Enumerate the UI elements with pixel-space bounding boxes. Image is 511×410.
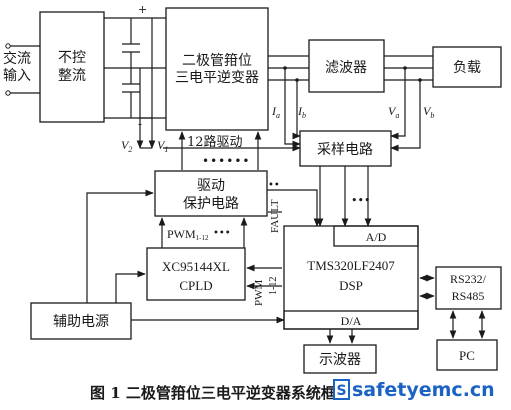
ac-input-wires xyxy=(10,45,40,94)
aux-power-distribution xyxy=(86,189,285,324)
rs-interface-block: RS232/ RS485 xyxy=(435,266,502,310)
da-to-scope-arrows xyxy=(326,329,356,344)
inverter-label-2: 三电平逆变器 xyxy=(175,70,259,86)
pwm-label: PWM xyxy=(167,227,196,241)
svg-text:Va: Va xyxy=(388,104,399,120)
dsp-block: A/D D/A TMS320LF2407 DSP xyxy=(283,225,419,330)
va-label: V xyxy=(388,104,397,118)
svg-text:Vb: Vb xyxy=(423,104,434,120)
driver-label-2: 保护电路 xyxy=(183,196,239,212)
pwm-to-driver-arrows: PWM1-12 ••• xyxy=(158,217,248,248)
ac-input-label-1: 交流 xyxy=(3,50,31,67)
signal-labels: V2 V1 Ia Ib Va Vb xyxy=(121,104,434,154)
rectifier-block: 不控 整流 xyxy=(39,11,105,123)
filter-output-wires xyxy=(384,55,433,152)
svg-text:•••: ••• xyxy=(213,228,231,239)
svg-text:••: •• xyxy=(268,180,280,191)
rs-label-2: RS485 xyxy=(452,289,485,303)
aux-power-block: 辅助电源 xyxy=(30,302,132,340)
cpld-label-1: XC95144XL xyxy=(162,259,230,274)
plus-sign: + xyxy=(138,3,147,16)
watermark-badge: S xyxy=(336,383,346,399)
ia-label: I xyxy=(271,104,277,118)
svg-text:•••: ••• xyxy=(351,194,370,207)
fault-label: FAULT xyxy=(269,199,281,233)
drive-12-label: 12路驱动 xyxy=(187,134,243,150)
cpld-label-2: CPLD xyxy=(179,278,212,293)
dsp-label-2: DSP xyxy=(339,278,363,293)
oscilloscope-block: 示波器 xyxy=(303,344,377,374)
inverter-output-wires xyxy=(268,55,309,148)
ac-terminal-top xyxy=(5,43,11,49)
rectifier-label-2: 整流 xyxy=(58,68,86,84)
filter-block: 滤波器 xyxy=(308,39,385,93)
ib-subscript: b xyxy=(302,111,306,120)
watermark-logo: S safetyemc.cn xyxy=(333,379,495,401)
watermark-text: safetyemc.cn xyxy=(352,379,495,401)
v1-label: V xyxy=(157,138,166,152)
svg-text:Ia: Ia xyxy=(271,104,280,120)
da-label: D/A xyxy=(341,314,362,328)
pwm-vertical-label: PWM xyxy=(253,280,265,307)
v2-subscript: 2 xyxy=(128,145,132,154)
sampling-label: 采样电路 xyxy=(317,142,373,158)
svg-text:V1: V1 xyxy=(157,138,168,154)
inverter-block: 二极管箝位 三电平逆变器 xyxy=(165,7,269,131)
svg-text:V2: V2 xyxy=(121,138,132,154)
dsp-rs-links xyxy=(419,274,435,300)
oscilloscope-label: 示波器 xyxy=(319,352,361,368)
ib-label: I xyxy=(297,104,303,118)
dsp-to-cpld-pwm: PWM 1-12 xyxy=(246,264,282,307)
svg-text:PWM1-12: PWM1-12 xyxy=(167,227,209,242)
ad-label: A/D xyxy=(366,230,387,244)
ac-input-label-2: 输入 xyxy=(3,68,31,84)
load-label: 负载 xyxy=(453,60,481,76)
driver-label-1: 驱动 xyxy=(197,178,225,194)
pc-label: PC xyxy=(459,348,475,363)
svg-text:Ib: Ib xyxy=(297,104,306,120)
inverter-label-1: 二极管箝位 xyxy=(182,53,252,69)
ac-input-block: 交流 输入 xyxy=(3,43,40,96)
rs-label-1: RS232/ xyxy=(450,272,487,286)
drive-arrows: 12路驱动 •••••• xyxy=(178,131,262,170)
rectifier-label-1: 不控 xyxy=(58,50,86,66)
sampling-to-ad-arrows: ••• xyxy=(316,166,372,227)
pc-block: PC xyxy=(436,339,498,371)
driver-block: 驱动 保护电路 xyxy=(154,170,268,217)
dc-link-capacitors: + - xyxy=(104,3,166,149)
rs-pc-links xyxy=(449,310,486,339)
vb-label: V xyxy=(423,104,432,118)
sampling-block: 采样电路 xyxy=(299,130,392,167)
fault-lines: •• FAULT xyxy=(267,180,321,233)
v1-subscript: 1 xyxy=(164,145,168,154)
v2-label: V xyxy=(121,138,130,152)
vb-subscript: b xyxy=(430,111,434,120)
pwm-subscript: 1-12 xyxy=(196,234,209,242)
filter-label: 滤波器 xyxy=(325,60,367,76)
va-subscript: a xyxy=(395,111,399,120)
ia-subscript: a xyxy=(276,111,280,120)
load-block: 负载 xyxy=(432,46,502,88)
dsp-label-1: TMS320LF2407 xyxy=(307,258,395,273)
pwm-vertical-range: 1-12 xyxy=(268,277,279,295)
ad-subblock xyxy=(333,225,419,247)
svg-text:••••••: •••••• xyxy=(202,154,250,168)
aux-power-label: 辅助电源 xyxy=(53,314,109,330)
ac-terminal-bottom xyxy=(5,90,11,96)
figure-caption: 图 1 二极管箝位三电平逆变器系统框图 xyxy=(90,384,351,402)
cpld-block: XC95144XL CPLD xyxy=(146,247,246,301)
